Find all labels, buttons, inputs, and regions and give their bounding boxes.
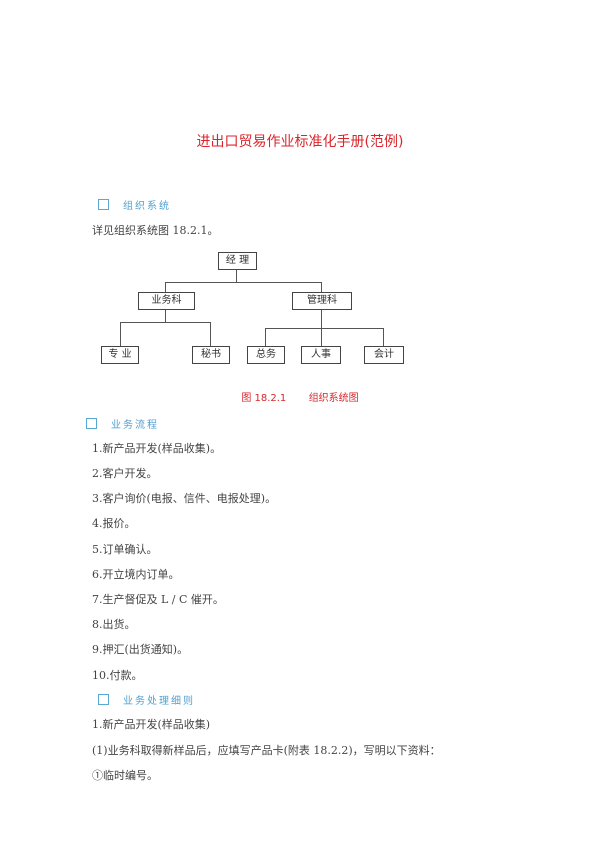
org-chart: 经 理 业务科 管理科 专 业 秘书 总务 人事 会计: [0, 0, 600, 380]
document-title: 进出口贸易作业标准化手册(范例): [196, 134, 404, 150]
org-node-secretary: 秘书: [192, 346, 230, 364]
org-node-admin-dept: 管理科: [292, 292, 352, 310]
figure-title: 组织系统图: [308, 393, 359, 404]
section-heading-label: 组织系统: [123, 201, 171, 212]
flow-item: 9.押汇(出货通知)。: [92, 643, 189, 656]
checkbox-square-icon: [98, 199, 109, 210]
checkbox-square-icon: [98, 694, 109, 705]
flow-item: 1.新产品开发(样品收集)。: [92, 442, 222, 455]
checkbox-square-icon: [86, 418, 97, 429]
flow-item: 5.订单确认。: [92, 543, 158, 556]
org-node-specialist: 专 业: [101, 346, 139, 364]
rules-line: (1)业务科取得新样品后，应填写产品卡(附表 18.2.2)，写明以下资料：: [92, 744, 441, 757]
org-node-general-affairs: 总务: [247, 346, 285, 364]
org-node-accounting: 会计: [364, 346, 404, 364]
section-heading-processing-rules: 业务处理细则: [98, 692, 195, 707]
flow-item: 7.生产督促及 L / C 催开。: [92, 593, 224, 606]
flow-item: 10.付款。: [92, 669, 143, 682]
figure-number: 图 18.2.1: [241, 393, 287, 404]
flow-item: 6.开立境内订单。: [92, 568, 180, 581]
section-heading-label: 业务流程: [111, 420, 159, 431]
flow-item: 8.出货。: [92, 618, 136, 631]
flow-item: 2.客户开发。: [92, 467, 158, 480]
org-node-sales-dept: 业务科: [138, 292, 195, 310]
section1-text: 详见组织系统图 18.2.1。: [92, 224, 219, 237]
flow-item: 4.报价。: [92, 517, 136, 530]
figure-caption: 图 18.2.1 组织系统图: [0, 389, 600, 404]
section-heading-label: 业务处理细则: [123, 696, 195, 707]
section-heading-business-flow: 业务流程: [86, 416, 159, 431]
org-node-manager: 经 理: [218, 252, 257, 270]
org-node-hr: 人事: [301, 346, 341, 364]
rules-line: 1.新产品开发(样品收集): [92, 718, 211, 731]
section-heading-organization: 组织系统: [98, 197, 171, 212]
rules-line: ①临时编号。: [92, 769, 158, 782]
flow-item: 3.客户询价(电报、信件、电报处理)。: [92, 492, 277, 505]
